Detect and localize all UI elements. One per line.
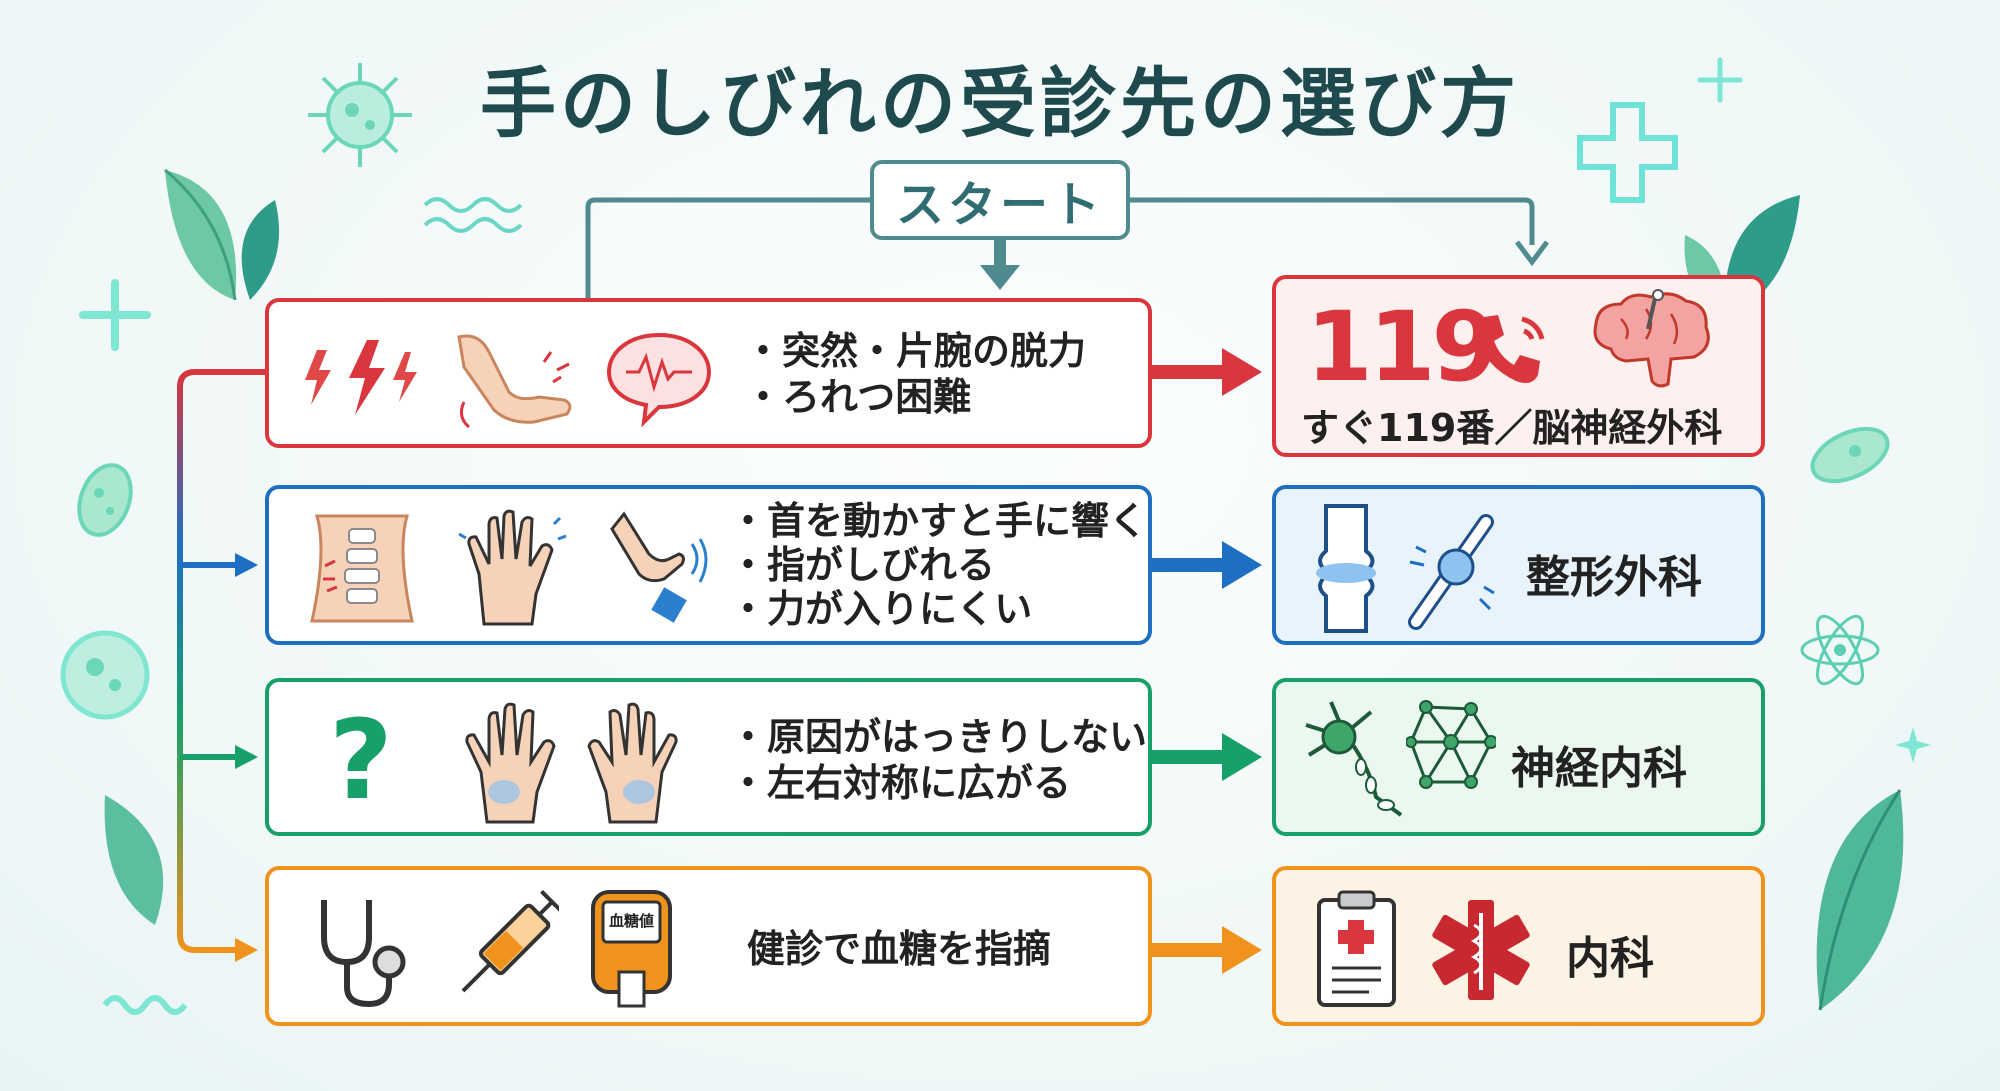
symptom-line: ・左右対称に広がる — [729, 761, 1072, 805]
sparkle-plus-icon — [79, 279, 151, 351]
grip-weakness-icon — [610, 511, 708, 623]
lightning-icon — [305, 340, 417, 415]
syringe-icon — [461, 890, 559, 993]
bacteria-decoration-icon — [77, 463, 133, 537]
neck-spine-icon — [310, 514, 414, 623]
symptom-line: ・首を動かすと手に響く — [729, 499, 1148, 543]
atom-decoration-icon — [1800, 614, 1880, 686]
emergency-number: 119 — [1306, 291, 1498, 403]
stethoscope-icon — [321, 900, 406, 1008]
glucose-meter-icon: 血糖値 — [589, 888, 674, 1010]
neuron-icon — [1305, 701, 1403, 817]
destination-label: 整形外科 — [1526, 552, 1702, 603]
destination-orthopedics: 整形外科 — [1272, 485, 1765, 645]
destination-label: 内科 — [1566, 933, 1654, 984]
symptom-line: ・力が入りにくい — [729, 587, 1033, 631]
phone-icon — [1475, 315, 1545, 383]
star-of-life-icon — [1432, 900, 1530, 1000]
glucose-meter-label: 血糖値 — [608, 912, 654, 930]
symptom-text: 健診で血糖を指摘 — [747, 926, 1051, 972]
bone-joint-pain-icon — [1408, 514, 1495, 630]
destination-internal-medicine: 内科 — [1272, 866, 1765, 1026]
medical-chart-icon — [1317, 890, 1396, 1007]
virus-decoration-icon — [308, 63, 412, 167]
destination-label: すぐ119番／脳神経外科 — [1301, 406, 1723, 450]
bacteria-decoration-icon — [1810, 426, 1890, 484]
question-mark-icon: ? — [329, 696, 393, 824]
start-node: スタート — [870, 160, 1130, 240]
medical-cross-decoration-icon — [1577, 102, 1678, 203]
symptom-text: ・首を動かすと手に響く ・指がしびれる ・力が入りにくい — [729, 499, 1147, 631]
arm-weakness-icon — [457, 334, 572, 429]
cell-decoration-icon — [60, 630, 150, 720]
symptom-row-diabetes: 血糖値 健診で血糖を指摘 — [265, 866, 1152, 1026]
leaf-decoration-icon — [1816, 789, 1904, 1011]
symptom-row-cervical: ・首を動かすと手に響く ・指がしびれる ・力が入りにくい — [265, 485, 1152, 645]
symptom-text: ・原因がはっきりしない ・左右対称に広がる — [729, 714, 1147, 806]
symptom-line: ・指がしびれる — [729, 543, 996, 587]
speech-difficulty-icon — [606, 332, 712, 427]
leaf-decoration-icon — [104, 795, 164, 925]
destination-label: 神経内科 — [1511, 743, 1687, 794]
tingling-hand-icon — [458, 509, 567, 626]
leaf-decoration-icon — [164, 168, 280, 301]
sparkle-plus-icon — [1697, 57, 1743, 103]
neural-network-icon — [1406, 700, 1496, 789]
brain-icon — [1593, 289, 1710, 388]
destination-neurology: 神経内科 — [1272, 678, 1765, 836]
symptom-line: ・ろれつ困難 — [744, 375, 972, 419]
left-hand-numbness-icon — [465, 702, 556, 824]
symptom-line: ・突然・片腕の脱力 — [744, 329, 1087, 373]
page-title: 手のしびれの受診先の選び方 — [480, 59, 1520, 148]
symptom-row-stroke: ・突然・片腕の脱力 ・ろれつ困難 — [265, 298, 1152, 448]
symptom-line: ・原因がはっきりしない — [729, 715, 1148, 759]
symptom-text: ・突然・片腕の脱力 ・ろれつ困難 — [744, 328, 1086, 420]
knee-joint-icon — [1316, 504, 1376, 633]
symptom-line: 健診で血糖を指摘 — [747, 927, 1052, 971]
symptom-row-neuro: ? ・原因がはっきりしない ・左右対称に広がる — [265, 678, 1152, 836]
destination-emergency: 119 すぐ119番／脳神経外科 — [1272, 275, 1765, 457]
wave-decoration-icon — [423, 197, 523, 233]
wave-decoration-icon — [102, 995, 188, 1015]
right-hand-numbness-icon — [587, 702, 678, 824]
sparkle-icon — [1895, 727, 1931, 763]
